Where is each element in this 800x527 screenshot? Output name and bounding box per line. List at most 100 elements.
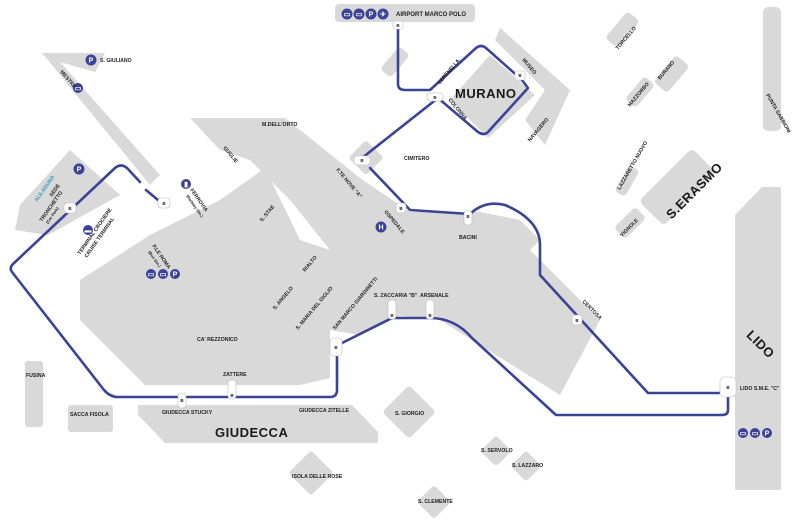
svg-text:ZATTERE: ZATTERE: [223, 372, 247, 378]
svg-text:▭: ▭: [344, 12, 351, 19]
svg-text:FUSINA: FUSINA: [26, 373, 46, 379]
parking-icon: P: [170, 269, 180, 279]
svg-text:P: P: [765, 431, 770, 438]
slazzaro-island: [511, 451, 541, 481]
svg-text:▭: ▭: [740, 431, 747, 438]
svg-text:ARSENALE: ARSENALE: [420, 293, 449, 299]
svg-text:B: B: [399, 206, 403, 211]
svg-text:S. GIULIANO: S. GIULIANO: [100, 58, 132, 64]
stop-airport[interactable]: B: [392, 20, 404, 30]
parking-icon: P: [85, 54, 97, 66]
torcello-island: [606, 12, 639, 47]
train-icon: ▮: [181, 179, 191, 189]
serenella-island: [381, 47, 409, 77]
svg-text:P: P: [77, 167, 82, 174]
svg-text:CIMITERO: CIMITERO: [404, 156, 429, 162]
coach-icon: ▭: [158, 269, 168, 279]
isola-rose: [289, 451, 333, 495]
mazzorbo-island: [626, 77, 654, 107]
bus-icon: ▭: [341, 8, 353, 20]
svg-text:▭: ▭: [160, 272, 167, 279]
sgiorgio-island: [383, 386, 435, 438]
svg-text:B: B: [390, 313, 394, 318]
bus-icon: ▭: [146, 269, 156, 279]
stop-markers: B B B B B B B B B B B B B B B: [63, 20, 737, 409]
vignole-island: [615, 208, 645, 238]
stop-colonna[interactable]: B: [426, 92, 444, 102]
svg-text:LIDO S.M.E. "C": LIDO S.M.E. "C": [740, 386, 780, 392]
stop-stucky[interactable]: B: [177, 392, 187, 409]
svg-text:B: B: [575, 318, 579, 323]
lazzaretto-island: [615, 166, 639, 196]
svg-text:B: B: [518, 73, 522, 78]
svg-text:BACINI: BACINI: [459, 235, 477, 241]
svg-text:CA' REZZONICO: CA' REZZONICO: [197, 337, 238, 343]
svg-text:B: B: [433, 95, 437, 100]
stop-arsenale[interactable]: B: [425, 299, 435, 320]
stop-ferrovia[interactable]: B: [157, 197, 171, 209]
airplane-icon: ✈: [377, 8, 389, 20]
route-fte-nove-lido: [368, 166, 730, 395]
punta-sabbioni: [763, 7, 781, 131]
svg-text:SACCA FISOLA: SACCA FISOLA: [70, 412, 109, 418]
mestre-bridge-strip: [42, 53, 160, 185]
lido-island: [735, 187, 781, 490]
svg-text:▭: ▭: [356, 12, 363, 19]
parking-icon: P: [365, 8, 377, 20]
bus-icon: ▭: [73, 83, 83, 93]
svg-text:S. CLEMENTE: S. CLEMENTE: [418, 499, 453, 505]
svg-text:B: B: [396, 23, 400, 28]
murano-island: [450, 55, 535, 138]
svg-text:B: B: [230, 393, 234, 398]
svg-text:B: B: [726, 385, 730, 390]
stop-bacini[interactable]: B: [463, 210, 473, 226]
svg-text:✈: ✈: [380, 11, 386, 19]
svg-text:LAZZARETTO NUOVO: LAZZARETTO NUOVO: [617, 140, 650, 191]
murano-east: [495, 28, 570, 145]
stop-museo[interactable]: B: [514, 70, 526, 81]
stop-sanmarco[interactable]: B: [329, 337, 343, 357]
stop-tronchetto[interactable]: B: [63, 202, 77, 214]
svg-text:S. ZACCARIA "B": S. ZACCARIA "B": [374, 293, 418, 299]
svg-text:S. LAZZARO: S. LAZZARO: [512, 463, 543, 469]
stop-ospedale[interactable]: B: [395, 202, 407, 214]
svg-text:SERENELLA: SERENELLA: [437, 58, 462, 86]
coach-icon: ▭: [353, 8, 365, 20]
route-airport-murano: [360, 23, 530, 160]
svg-text:AIRPORT MARCO POLO: AIRPORT MARCO POLO: [396, 12, 466, 18]
svg-text:B: B: [428, 313, 432, 318]
svg-text:M.DELL'ORTO: M.DELL'ORTO: [262, 122, 297, 128]
area-giudecca: GIUDECCA: [215, 425, 288, 440]
svg-text:B: B: [334, 345, 338, 350]
svg-text:B: B: [466, 214, 470, 219]
stop-certosa[interactable]: B: [571, 314, 583, 326]
svg-text:S. SERVOLO: S. SERVOLO: [481, 448, 513, 454]
svg-text:▭: ▭: [75, 86, 82, 93]
stop-zattere[interactable]: B: [227, 379, 237, 400]
parking-icon: P: [762, 428, 772, 438]
svg-text:S. GIORGIO: S. GIORGIO: [395, 411, 424, 417]
svg-text:GIUDECCA ZITELLE: GIUDECCA ZITELLE: [299, 408, 349, 414]
tronchetto-island: [15, 150, 120, 235]
giudecca-island: [138, 405, 378, 443]
stop-lido[interactable]: B: [719, 376, 737, 398]
svg-text:P: P: [173, 272, 178, 279]
svg-text:B: B: [162, 201, 166, 206]
stop-fte-nove[interactable]: B: [353, 155, 371, 166]
svg-text:▬: ▬: [85, 228, 92, 235]
land-masses: [15, 4, 781, 518]
venice-main-island: [80, 118, 600, 395]
hospital-icon: H: [375, 221, 387, 233]
svg-text:P: P: [369, 12, 374, 19]
bus-icon: ▭: [738, 428, 748, 438]
route-lido-sanmarco-tronchetto: [9, 164, 730, 417]
svg-text:B: B: [360, 158, 364, 163]
svg-text:GIUDECCA STUCKY: GIUDECCA STUCKY: [162, 410, 213, 416]
svg-text:P: P: [89, 58, 94, 65]
svg-text:B: B: [68, 206, 72, 211]
svg-text:ISOLA DELLE ROSE: ISOLA DELLE ROSE: [292, 474, 343, 480]
serasmo-island: [640, 150, 715, 224]
ship-icon: ▬: [83, 225, 93, 235]
stop-szaccaria[interactable]: B: [387, 299, 397, 320]
